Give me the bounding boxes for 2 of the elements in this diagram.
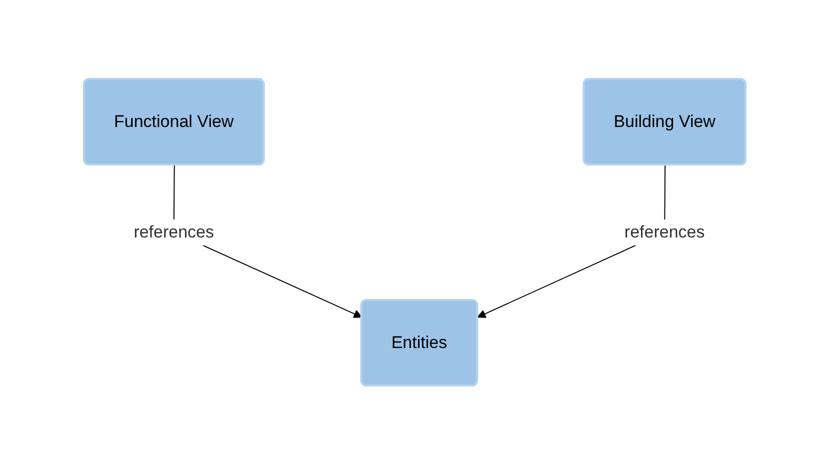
edge-label: references xyxy=(134,222,214,242)
edge-label: references xyxy=(624,222,706,242)
